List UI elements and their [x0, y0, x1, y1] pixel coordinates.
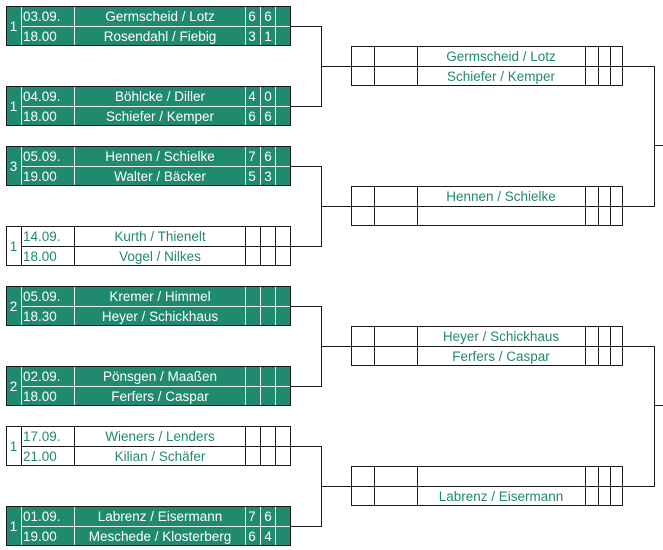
round2-match-1: Germscheid / Lotz Schiefer / Kemper [351, 46, 623, 86]
team-name: Rosendahl / Fiebig [103, 29, 217, 44]
bracket-connector [291, 306, 322, 307]
bracket-connector [291, 26, 322, 27]
match-time: 21.00 [23, 449, 57, 464]
round2-match-4: Labrenz / Eisermann [351, 466, 623, 506]
seed: 1 [9, 238, 18, 254]
match-3: 3 05.09. 19.00 Hennen / Schielke Walter … [6, 146, 291, 186]
bracket-connector [291, 166, 322, 167]
team-name: Heyer / Schickhaus [442, 329, 560, 344]
match-time: 18.00 [23, 389, 57, 404]
team-name: Kremer / Himmel [109, 289, 211, 304]
match-date: 03.09. [23, 9, 61, 24]
set-score: 6 [248, 9, 256, 24]
set-score: 6 [264, 9, 272, 24]
team-name: Kurth / Thienelt [114, 229, 206, 244]
team-name: Schiefer / Kemper [105, 109, 215, 124]
set-score: 6 [248, 529, 256, 544]
team-name: Böhlcke / Diller [114, 89, 206, 104]
match-date: 02.09. [23, 369, 61, 384]
bracket-connector [654, 66, 655, 207]
bracket-connector [321, 206, 351, 207]
bracket-connector [321, 346, 351, 347]
match-time: 18.00 [23, 249, 57, 264]
bracket-connector [654, 346, 655, 487]
team-name: Meschede / Klosterberg [88, 529, 232, 544]
match-time: 19.00 [23, 529, 57, 544]
team-name: Walter / Bäcker [114, 169, 206, 184]
match-date: 14.09. [23, 229, 61, 244]
set-score: 6 [248, 109, 256, 124]
team-name: Wieners / Lenders [105, 429, 215, 444]
match-1: 1 03.09. 18.00 Germscheid / Lotz Rosenda… [6, 6, 291, 46]
team-name: Hennen / Schielke [105, 149, 215, 164]
set-score: 3 [248, 29, 256, 44]
team-name: Labrenz / Eisermann [438, 489, 564, 504]
set-score: 4 [248, 89, 256, 104]
team-name: Kilian / Schäfer [114, 449, 206, 464]
match-4: 1 14.09. 18.00 Kurth / Thienelt Vogel / … [6, 226, 291, 266]
team-name: Hennen / Schielke [446, 189, 556, 204]
team-name: Ferfers / Caspar [111, 389, 209, 404]
bracket-connector [291, 386, 322, 387]
team-name: Heyer / Schickhaus [101, 309, 219, 324]
team-name: Germscheid / Lotz [446, 49, 556, 64]
team-name: Schiefer / Kemper [446, 69, 556, 84]
round2-match-2: Hennen / Schielke [351, 186, 623, 226]
set-score: 6 [264, 509, 272, 524]
match-7: 1 17.09. 21.00 Wieners / Lenders Kilian … [6, 426, 291, 466]
match-5: 2 05.09. 18.30 Kremer / Himmel Heyer / S… [6, 286, 291, 326]
bracket-connector [291, 246, 322, 247]
set-score: 1 [264, 29, 272, 44]
seed: 2 [9, 298, 18, 314]
team-name: Germscheid / Lotz [105, 9, 215, 24]
set-score: 7 [248, 509, 256, 524]
set-score: 5 [248, 169, 256, 184]
seed: 2 [9, 378, 18, 394]
team-name: Ferfers / Caspar [452, 349, 550, 364]
bracket-connector [654, 405, 663, 406]
set-score: 4 [264, 529, 272, 544]
set-score: 6 [264, 109, 272, 124]
team-name [417, 207, 585, 226]
match-date: 17.09. [23, 429, 61, 444]
match-8: 1 01.09. 19.00 Labrenz / Eisermann Mesch… [6, 506, 291, 546]
match-time: 19.00 [23, 169, 57, 184]
team-name: Vogel / Nilkes [119, 249, 201, 264]
bracket-connector [321, 486, 351, 487]
bracket-connector [623, 206, 655, 207]
match-date: 04.09. [23, 89, 61, 104]
round2-match-3: Heyer / Schickhaus Ferfers / Caspar [351, 326, 623, 366]
match-6: 2 02.09. 18.00 Pönsgen / Maaßen Ferfers … [6, 366, 291, 406]
match-date: 01.09. [23, 509, 61, 524]
match-time: 18.00 [23, 109, 57, 124]
match-date: 05.09. [23, 149, 61, 164]
match-time: 18.00 [23, 29, 57, 44]
bracket-connector [623, 66, 655, 67]
set-score: 0 [264, 89, 272, 104]
team-name: Pönsgen / Maaßen [102, 369, 218, 384]
bracket-connector [291, 526, 322, 527]
set-score: 7 [248, 149, 256, 164]
team-name: Labrenz / Eisermann [97, 509, 223, 524]
match-date: 05.09. [23, 289, 61, 304]
seed: 3 [9, 158, 18, 174]
bracket-connector [654, 145, 663, 146]
team-name [417, 467, 585, 486]
bracket-connector [291, 446, 322, 447]
bracket-connector [623, 486, 655, 487]
bracket-connector [321, 66, 351, 67]
set-score: 6 [264, 149, 272, 164]
set-score: 3 [264, 169, 272, 184]
seed: 1 [9, 518, 18, 534]
match-2: 1 04.09. 18.00 Böhlcke / Diller Schiefer… [6, 86, 291, 126]
match-time: 18.30 [23, 309, 57, 324]
seed: 1 [9, 98, 18, 114]
bracket-connector [291, 106, 322, 107]
seed: 1 [9, 438, 18, 454]
bracket-connector [623, 346, 655, 347]
seed: 1 [9, 18, 18, 34]
